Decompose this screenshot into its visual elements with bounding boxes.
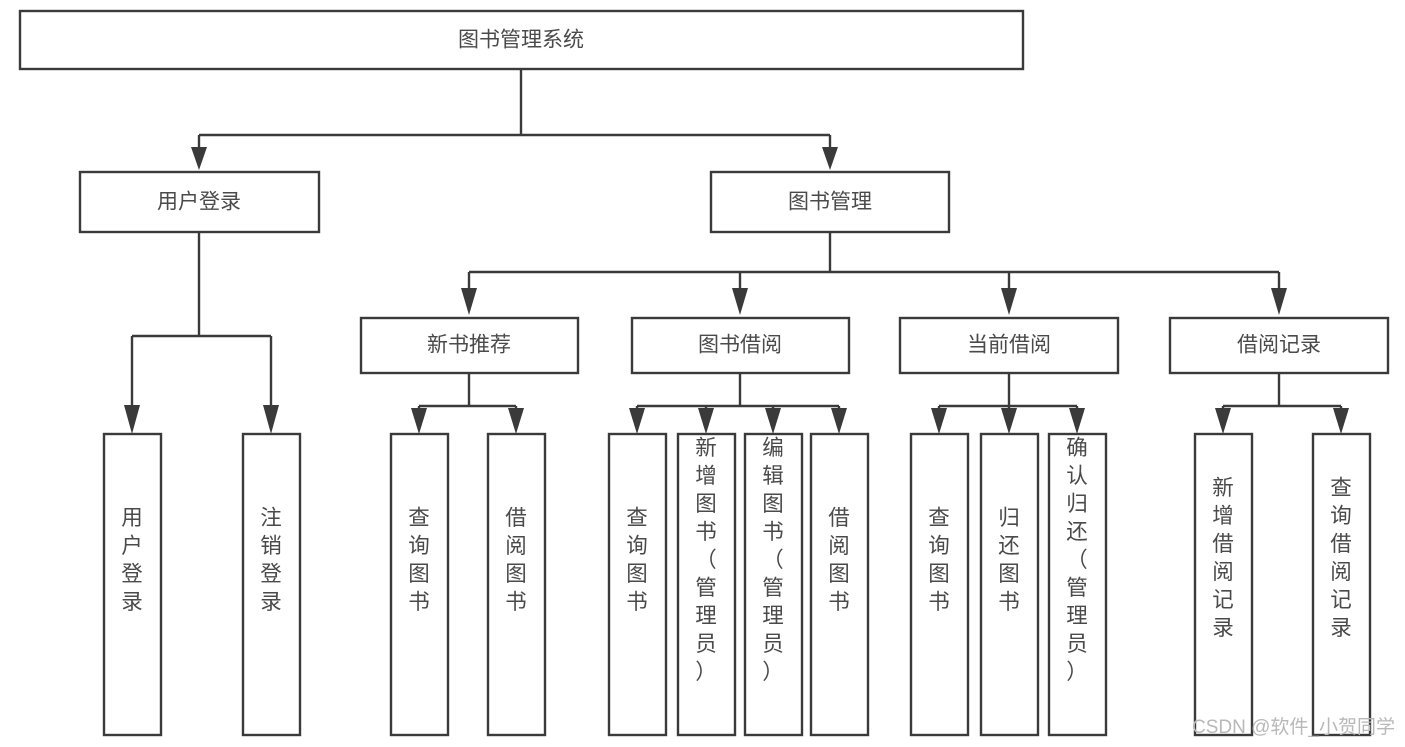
node-user-login-label: 用户登录	[157, 191, 241, 214]
node-leaf-confirm-return[interactable]: 确认归还（管理员）	[1047, 432, 1108, 737]
node-leaf-edit-book[interactable]: 编辑图书（管理员）	[743, 432, 804, 737]
node-book-borrow[interactable]: 图书借阅	[630, 316, 851, 375]
node-leaf-query-book-1-box	[389, 432, 450, 737]
node-leaf-logout-login-box	[241, 432, 302, 737]
arrow-head-icon	[831, 408, 847, 434]
node-user-login-box	[78, 170, 321, 234]
node-leaf-borrow-book-2[interactable]: 借阅图书	[809, 432, 870, 737]
node-leaf-borrow-book-1[interactable]: 借阅图书	[486, 432, 547, 737]
arrow-head-icon	[1001, 288, 1017, 315]
node-new-book-recommend-label: 新书推荐	[427, 334, 511, 357]
node-borrow-record-label: 借阅记录	[1237, 334, 1321, 357]
node-leaf-user-login-box	[102, 432, 163, 737]
node-user-login[interactable]: 用户登录	[78, 170, 321, 234]
node-new-book-recommend-box	[359, 316, 580, 375]
node-leaf-borrow-book-1-label: 借阅图书	[505, 506, 527, 614]
connector-user-login-to-leaves	[124, 232, 279, 434]
node-book-management-label: 图书管理	[788, 191, 872, 214]
node-leaf-query-book-3[interactable]: 查询图书	[909, 432, 970, 737]
node-current-borrow[interactable]: 当前借阅	[898, 316, 1120, 375]
node-leaf-return-book[interactable]: 归还图书	[979, 432, 1040, 737]
connector-root-to-level2	[191, 69, 838, 170]
arrow-head-icon	[698, 408, 714, 434]
node-book-borrow-label: 图书借阅	[698, 334, 782, 357]
arrow-head-icon	[461, 288, 477, 315]
node-leaf-query-book-3-box	[909, 432, 970, 737]
arrow-head-icon	[508, 408, 524, 434]
node-leaf-add-borrow-record-box	[1193, 432, 1254, 737]
connector-new-book-recommend-to-leaves	[411, 373, 524, 434]
node-root-box	[18, 9, 1025, 71]
connector-book-borrow-to-leaves	[629, 373, 847, 434]
node-leaf-add-borrow-record-label: 新增借阅记录	[1212, 476, 1234, 640]
arrow-head-icon	[1215, 408, 1231, 434]
node-leaf-add-book-label: 新增图书（管理员）	[695, 436, 717, 684]
node-leaf-confirm-return-box	[1047, 432, 1108, 737]
node-leaf-logout-login[interactable]: 注销登录	[241, 432, 302, 737]
node-leaf-query-borrow-record-box	[1311, 432, 1372, 737]
connector-book-management-to-level3	[461, 232, 1287, 315]
node-borrow-record[interactable]: 借阅记录	[1168, 316, 1390, 375]
node-leaf-return-book-box	[979, 432, 1040, 737]
node-leaf-query-book-2-box	[607, 432, 668, 737]
node-leaf-user-login[interactable]: 用户登录	[102, 432, 163, 737]
arrow-head-icon	[1333, 408, 1349, 434]
arrow-head-icon	[1069, 408, 1085, 434]
arrow-head-icon	[1271, 288, 1287, 315]
node-leaf-query-book-1[interactable]: 查询图书	[389, 432, 450, 737]
node-leaf-confirm-return-label: 确认归还（管理员）	[1066, 436, 1088, 684]
node-leaf-add-book[interactable]: 新增图书（管理员）	[676, 432, 737, 737]
watermark-text: CSDN @软件_小贺同学	[1192, 716, 1395, 738]
arrow-head-icon	[629, 408, 645, 434]
node-leaf-query-book-3-label: 查询图书	[928, 506, 950, 614]
node-leaf-query-book-1-label: 查询图书	[408, 506, 430, 614]
node-leaf-logout-login-label: 注销登录	[260, 506, 282, 614]
node-leaf-borrow-book-2-label: 借阅图书	[828, 506, 850, 614]
connector-borrow-record-to-leaves	[1215, 373, 1349, 434]
node-leaf-borrow-book-2-box	[809, 432, 870, 737]
node-root-label: 图书管理系统	[458, 29, 584, 52]
arrow-head-icon	[411, 408, 427, 434]
node-book-management[interactable]: 图书管理	[709, 170, 951, 234]
arrow-head-icon	[765, 408, 781, 434]
connector-current-borrow-to-leaves	[931, 373, 1085, 434]
node-leaf-edit-book-label: 编辑图书（管理员）	[762, 436, 784, 684]
arrow-head-icon	[732, 288, 748, 315]
arrow-head-icon	[263, 405, 279, 434]
node-new-book-recommend[interactable]: 新书推荐	[359, 316, 580, 375]
node-leaf-query-borrow-record[interactable]: 查询借阅记录	[1311, 432, 1372, 737]
node-leaf-add-borrow-record[interactable]: 新增借阅记录	[1193, 432, 1254, 737]
node-current-borrow-box	[898, 316, 1120, 375]
node-leaf-return-book-label: 归还图书	[998, 506, 1020, 614]
arrow-head-icon	[191, 147, 207, 170]
node-leaf-add-book-box	[676, 432, 737, 737]
arrow-head-icon	[124, 405, 140, 434]
arrow-head-icon	[931, 408, 947, 434]
node-leaf-user-login-label: 用户登录	[121, 506, 143, 614]
node-leaf-borrow-book-1-box	[486, 432, 547, 737]
node-current-borrow-label: 当前借阅	[967, 334, 1051, 357]
node-leaf-query-borrow-record-label: 查询借阅记录	[1330, 476, 1352, 640]
node-leaf-query-book-2-label: 查询图书	[626, 506, 648, 614]
arrow-head-icon	[822, 147, 838, 170]
arrow-head-icon	[1001, 408, 1017, 434]
node-leaf-edit-book-box	[743, 432, 804, 737]
node-root[interactable]: 图书管理系统	[18, 9, 1025, 71]
node-leaf-query-book-2[interactable]: 查询图书	[607, 432, 668, 737]
